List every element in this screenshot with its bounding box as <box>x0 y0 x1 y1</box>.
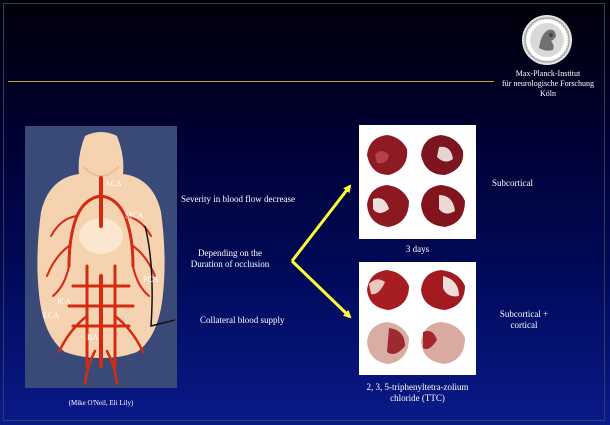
arrow-to-cortical <box>292 261 350 317</box>
ttc-photo-3-days <box>359 125 476 239</box>
ttc-caption-line-1: 2, 3, 5-triphenyltetra-zolium <box>350 382 485 393</box>
subcortical-cortical-line-2: cortical <box>482 320 566 331</box>
top-photo-caption: 3 days <box>359 244 476 255</box>
arrow-to-subcortical <box>292 186 350 261</box>
ttc-photo-subcortical-cortical <box>359 262 476 375</box>
subcortical-cortical-line-1: Subcortical + <box>482 309 566 320</box>
subcortical-cortical-label: Subcortical + cortical <box>482 309 566 331</box>
subcortical-label: Subcortical <box>492 178 533 189</box>
ttc-caption: 2, 3, 5-triphenyltetra-zolium chloride (… <box>350 382 485 404</box>
ttc-caption-line-2: chloride (TTC) <box>350 393 485 404</box>
